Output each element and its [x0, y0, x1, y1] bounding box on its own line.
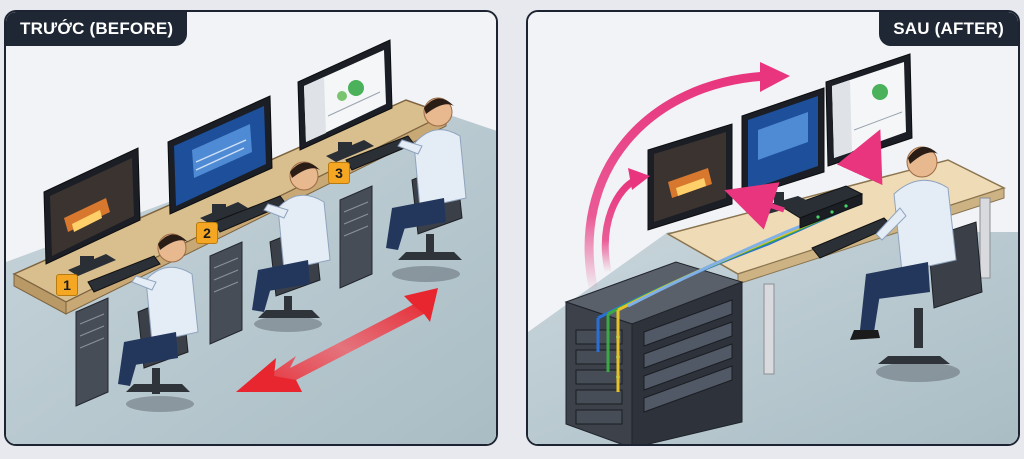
pc-tower-2: [209, 241, 243, 345]
pc-tower-3: [339, 185, 373, 289]
person-1: [118, 233, 199, 412]
arrow-head: [628, 168, 650, 190]
person: [850, 146, 983, 382]
after-title: SAU (AFTER): [879, 12, 1018, 46]
person-3: [386, 97, 467, 282]
workstation-number-badge: 1: [56, 274, 78, 296]
after-panel: SAU (AFTER): [526, 10, 1020, 446]
desk-leg: [763, 283, 775, 375]
signal-arrows: [584, 62, 883, 293]
keyboard-1: [87, 255, 161, 293]
workstation-number-badge: 3: [328, 162, 350, 184]
before-title: TRƯỚC (BEFORE): [6, 12, 188, 46]
before-panel: TRƯỚC (BEFORE): [4, 10, 498, 446]
desk-leg: [979, 197, 991, 279]
workstation-number-badge: 2: [196, 222, 218, 244]
server-rack: [564, 261, 744, 444]
after-illustration: [528, 12, 1018, 444]
pc-tower-1: [75, 297, 109, 407]
monitor-2: [167, 95, 273, 224]
arrow-head: [760, 62, 790, 92]
network-cables: [596, 200, 861, 392]
person-2: [252, 161, 331, 332]
before-illustration: [6, 12, 496, 444]
monitor-1: [43, 147, 141, 276]
kvm-switch: [782, 185, 864, 229]
monitor-3: [297, 39, 393, 162]
movement-double-arrow: [236, 288, 438, 392]
monitor-left: [647, 123, 733, 231]
